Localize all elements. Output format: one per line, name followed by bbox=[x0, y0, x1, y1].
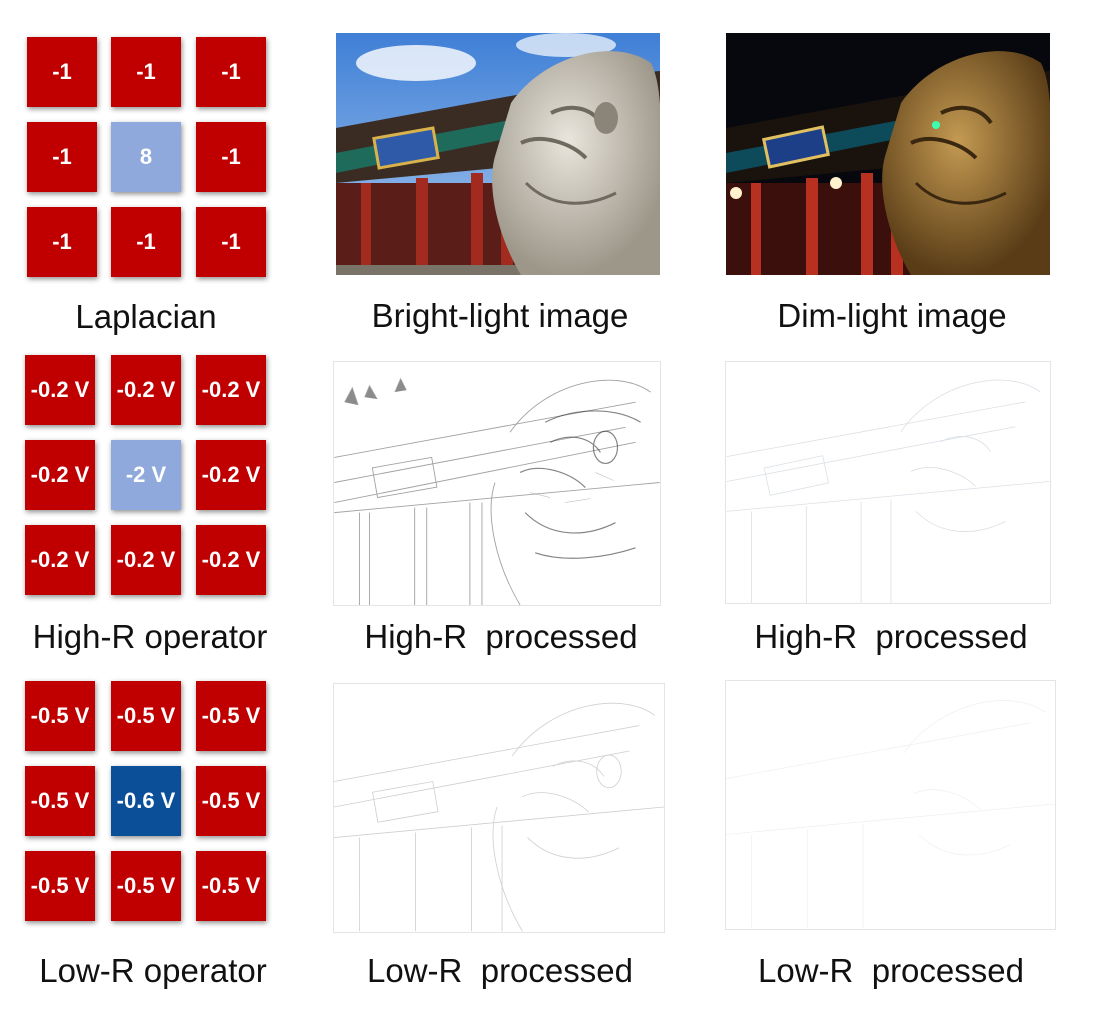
low-r-operator-kernel: -0.5 V -0.5 V -0.5 V -0.5 V -0.6 V -0.5 … bbox=[25, 681, 267, 923]
low-r-processed-bright-caption: Low-R processed bbox=[367, 952, 633, 989]
kernel-cell: -0.2 V bbox=[111, 525, 181, 595]
kernel-cell: -0.5 V bbox=[111, 851, 181, 921]
low-r-processed-dim-image bbox=[725, 680, 1056, 930]
kernel-cell: -1 bbox=[196, 37, 266, 107]
high-r-operator-caption: High-R operator bbox=[32, 618, 268, 655]
dim-light-image-caption: Dim-light image bbox=[777, 297, 1007, 334]
bright-light-image bbox=[336, 33, 660, 275]
low-r-operator-caption: Low-R operator bbox=[39, 952, 267, 989]
kernel-cell: -0.5 V bbox=[25, 851, 95, 921]
kernel-cell: -0.2 V bbox=[111, 355, 181, 425]
high-r-operator-kernel: -0.2 V -0.2 V -0.2 V -0.2 V -2 V -0.2 V … bbox=[25, 355, 267, 597]
kernel-cell: -0.5 V bbox=[25, 681, 95, 751]
kernel-cell: -0.5 V bbox=[196, 851, 266, 921]
kernel-center-cell: -0.6 V bbox=[111, 766, 181, 836]
kernel-cell: -0.2 V bbox=[196, 440, 266, 510]
dim-light-image bbox=[726, 33, 1050, 275]
kernel-center-cell: 8 bbox=[111, 122, 181, 192]
kernel-center-cell: -2 V bbox=[111, 440, 181, 510]
bright-light-image-caption: Bright-light image bbox=[371, 297, 629, 334]
kernel-cell: -0.5 V bbox=[111, 681, 181, 751]
kernel-cell: -1 bbox=[196, 122, 266, 192]
kernel-cell: -0.2 V bbox=[25, 525, 95, 595]
high-r-processed-bright-caption: High-R processed bbox=[364, 618, 638, 655]
laplacian-caption: Laplacian bbox=[75, 298, 217, 335]
laplacian-kernel: -1 -1 -1 -1 8 -1 -1 -1 -1 bbox=[27, 37, 267, 277]
kernel-cell: -0.2 V bbox=[25, 355, 95, 425]
low-r-processed-bright-image bbox=[333, 683, 665, 933]
kernel-cell: -1 bbox=[27, 207, 97, 277]
kernel-cell: -1 bbox=[196, 207, 266, 277]
low-r-processed-dim-caption: Low-R processed bbox=[758, 952, 1024, 989]
kernel-cell: -1 bbox=[111, 207, 181, 277]
kernel-cell: -1 bbox=[27, 37, 97, 107]
kernel-cell: -0.5 V bbox=[196, 766, 266, 836]
kernel-cell: -1 bbox=[27, 122, 97, 192]
kernel-cell: -1 bbox=[111, 37, 181, 107]
kernel-cell: -0.2 V bbox=[196, 525, 266, 595]
high-r-processed-dim-caption: High-R processed bbox=[754, 618, 1028, 655]
kernel-cell: -0.2 V bbox=[196, 355, 266, 425]
kernel-cell: -0.2 V bbox=[25, 440, 95, 510]
kernel-cell: -0.5 V bbox=[25, 766, 95, 836]
high-r-processed-bright-image bbox=[333, 361, 661, 606]
high-r-processed-dim-image bbox=[725, 361, 1051, 604]
kernel-cell: -0.5 V bbox=[196, 681, 266, 751]
